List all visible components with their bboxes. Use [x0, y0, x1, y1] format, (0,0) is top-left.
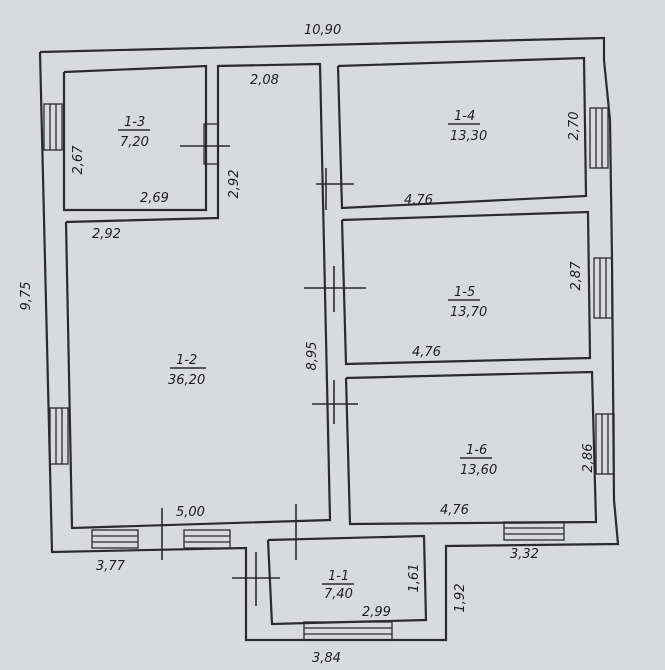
- room-1-5-id: 1-5: [454, 285, 475, 300]
- room-1-1-outline: [266, 534, 428, 626]
- room-1-6-dim-b: 4,76: [440, 503, 469, 518]
- window-porch: [303, 621, 393, 641]
- overall-height-label: 9,75: [19, 282, 34, 311]
- window-bottom-2: [183, 529, 231, 549]
- window-right-1: [589, 107, 609, 169]
- room-1-2-outline: [64, 62, 332, 530]
- room-1-2-dim-b: 5,00: [176, 505, 205, 520]
- room-1-1-dim-a: 1,61: [407, 564, 422, 593]
- room-1-2-id: 1-2: [176, 353, 197, 368]
- room-1-6-outline: [344, 370, 598, 526]
- room-1-5-dim-b: 4,76: [412, 345, 441, 360]
- window-1-3: [203, 123, 219, 165]
- room-1-3-id: 1-3: [124, 115, 145, 130]
- overall-width-label: 10,90: [304, 23, 341, 38]
- outer-wall: [38, 36, 620, 642]
- room-1-1-dim-b: 2,99: [362, 605, 391, 620]
- room-1-3-dim-b: 2,69: [140, 191, 169, 206]
- room-1-5-dim-a: 2,87: [569, 261, 584, 291]
- room-1-2-area: 36,20: [168, 373, 205, 388]
- room-1-3-dim-a: 2,67: [71, 145, 86, 175]
- room-1-6-id: 1-6: [466, 443, 487, 458]
- room-1-4-area: 13,30: [450, 129, 487, 144]
- room-1-4-outline: [336, 56, 588, 210]
- room-1-6-area: 13,60: [460, 463, 497, 478]
- porch-side-label: 1,92: [453, 584, 468, 613]
- room-1-4-dim-b: 4,76: [404, 193, 433, 208]
- room-1-1-area: 7,40: [324, 587, 353, 602]
- window-left-top: [43, 103, 63, 151]
- room-1-4-id: 1-4: [454, 109, 475, 124]
- room-1-1-id: 1-1: [328, 569, 349, 584]
- room-1-6-dim-a: 2,86: [581, 444, 596, 473]
- room-1-3-area: 7,20: [120, 135, 149, 150]
- window-right-3: [595, 413, 615, 475]
- room-1-4-dim-a: 2,70: [567, 112, 582, 141]
- window-bottom-1: [91, 529, 139, 549]
- corridor-side-label: 2,92: [227, 170, 242, 199]
- corridor-top-label: 2,08: [250, 73, 279, 88]
- room-1-2-width-label: 2,92: [92, 227, 121, 242]
- window-left-bottom: [49, 407, 69, 465]
- exterior-bottom-left-label: 3,77: [96, 559, 126, 574]
- inner-wall-outline: [62, 64, 208, 212]
- room-1-5-outline: [340, 210, 592, 366]
- room-1-5-area: 13,70: [450, 305, 487, 320]
- porch-bottom-label: 3,84: [312, 651, 341, 666]
- exterior-bottom-right-label: 3,32: [510, 547, 539, 562]
- window-bottom-3: [503, 521, 565, 541]
- window-right-2: [593, 257, 613, 319]
- door-marks: [161, 145, 366, 606]
- room-1-2-dim-a: 8,95: [305, 342, 320, 371]
